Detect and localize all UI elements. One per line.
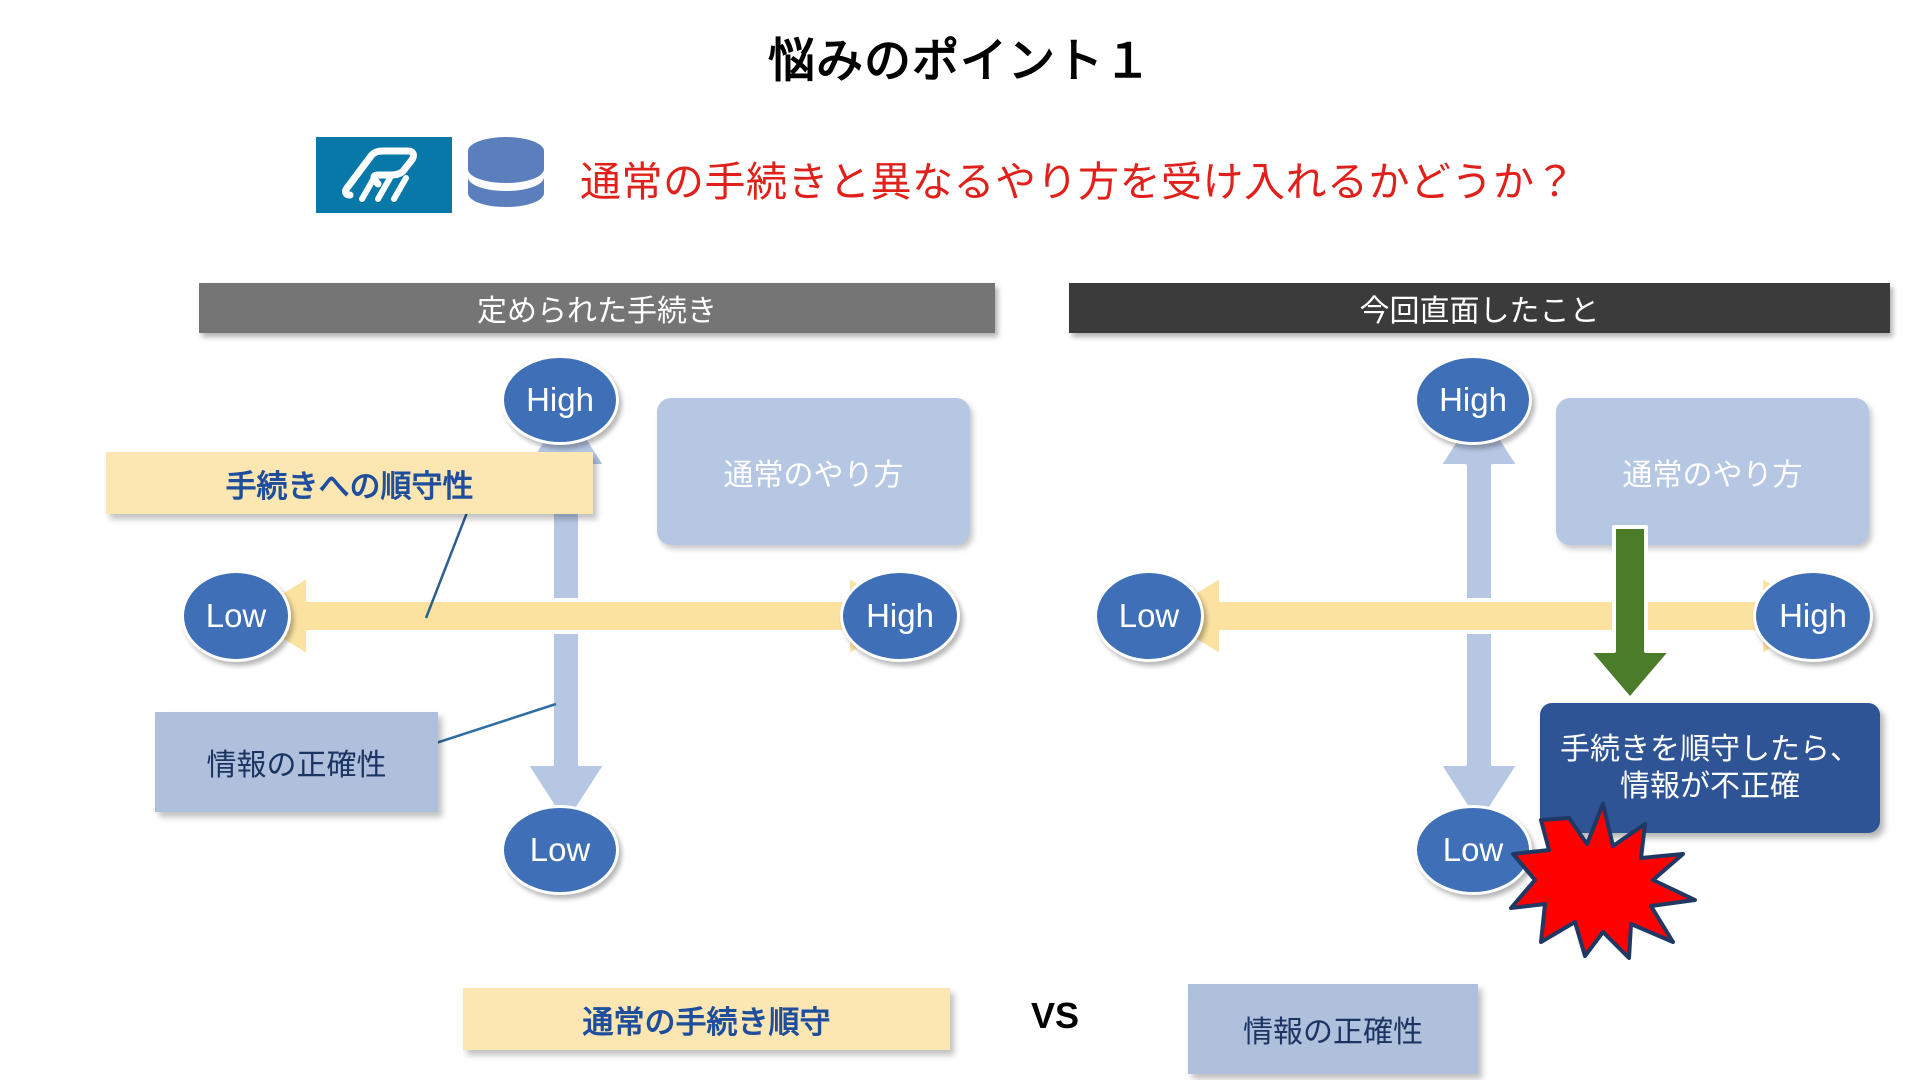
vs-label: VS bbox=[1030, 995, 1080, 1036]
node-label: Low bbox=[1118, 597, 1180, 634]
panel-header-right-label: 今回直面したこと bbox=[1359, 295, 1600, 328]
normal-way-box-left: 通常のやり方 bbox=[657, 398, 970, 545]
problem-box: 手続きを順守したら、 情報が不正確 bbox=[1540, 703, 1880, 833]
accuracy-text: 情報の正確性 bbox=[206, 749, 387, 782]
node-left-vertical-low: Low bbox=[501, 805, 619, 895]
accuracy-box-left: 情報の正確性 bbox=[155, 712, 438, 812]
node-label: High bbox=[1439, 381, 1507, 418]
compliance-label-text: 手続きへの順守性 bbox=[225, 468, 474, 504]
node-label: High bbox=[866, 597, 934, 634]
normal-way-text: 通常のやり方 bbox=[1622, 458, 1803, 492]
node-label: Low bbox=[205, 597, 267, 634]
green-down-arrow bbox=[1587, 525, 1673, 701]
red-burst-icon bbox=[1509, 802, 1697, 960]
footer-label-left: 通常の手続き順守 bbox=[463, 988, 950, 1050]
horizontal-axis-arrow-right bbox=[1153, 574, 1829, 658]
node-left-horizontal-low: Low bbox=[181, 570, 291, 662]
panel-header-right: 今回直面したこと bbox=[1069, 283, 1890, 333]
node-right-horizontal-high: High bbox=[1753, 570, 1873, 662]
node-left-vertical-high: High bbox=[501, 355, 619, 445]
horizontal-axis-arrow-left bbox=[240, 574, 916, 658]
node-right-horizontal-low: Low bbox=[1094, 570, 1204, 662]
panel-header-left-label: 定められた手続き bbox=[477, 295, 717, 328]
subtitle-text: 通常の手続きと異なるやり方を受け入れるかどうか？ bbox=[580, 159, 1576, 205]
compliance-label-left: 手続きへの順守性 bbox=[106, 452, 593, 514]
node-label: High bbox=[526, 381, 594, 418]
node-left-horizontal-high: High bbox=[840, 570, 960, 662]
footer-right-text: 情報の正確性 bbox=[1243, 1016, 1423, 1049]
node-right-vertical-low: Low bbox=[1414, 805, 1532, 895]
problem-box-line1: 手続きを順守したら、 bbox=[1560, 732, 1860, 766]
footer-label-right: 情報の正確性 bbox=[1188, 984, 1478, 1074]
problem-box-line2: 情報が不正確 bbox=[1620, 770, 1800, 803]
footer-left-text: 通常の手続き順守 bbox=[582, 1004, 831, 1040]
normal-way-text: 通常のやり方 bbox=[723, 458, 904, 492]
statistics-bureau-logo-icon bbox=[316, 137, 452, 213]
node-label: Low bbox=[529, 831, 591, 868]
node-label: Low bbox=[1442, 831, 1504, 868]
node-label: High bbox=[1779, 597, 1847, 634]
normal-way-box-right: 通常のやり方 bbox=[1556, 398, 1869, 545]
panel-header-left: 定められた手続き bbox=[199, 283, 995, 333]
database-cylinder-icon bbox=[464, 133, 548, 215]
page-title: 悩みのポイント１ bbox=[768, 34, 1152, 87]
node-right-vertical-high: High bbox=[1414, 355, 1532, 445]
